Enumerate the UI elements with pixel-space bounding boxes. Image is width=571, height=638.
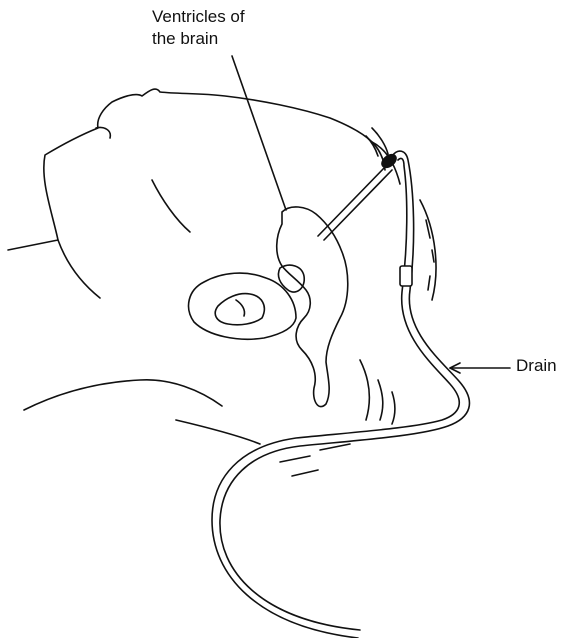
ventricles-label-line-1: Ventricles of <box>152 6 245 28</box>
drain-label: Drain <box>516 355 557 377</box>
catheter-line-1 <box>318 166 386 236</box>
neck-shadow <box>360 360 395 424</box>
jaw-line <box>58 240 100 298</box>
ventricles-label-line-2: the brain <box>152 28 245 50</box>
ventricle-shape <box>277 207 348 407</box>
ventricles-leader-line <box>232 56 286 210</box>
ventricles-label: Ventricles of the brain <box>152 6 245 50</box>
drain-tube-outer <box>220 151 470 630</box>
cheek-line <box>152 180 190 232</box>
shoulder-line <box>24 380 222 410</box>
shoulder-line-2 <box>176 420 260 444</box>
tube-connector <box>400 266 412 286</box>
neck-dashes <box>426 220 434 290</box>
ear-inner <box>215 294 264 325</box>
nose-detail <box>96 127 110 138</box>
collar-dashes <box>280 444 350 476</box>
catheter-line-2 <box>324 170 392 240</box>
drain-tube-inner <box>212 158 459 638</box>
burr-hole-valve <box>380 152 399 170</box>
ear-canal <box>236 300 245 316</box>
